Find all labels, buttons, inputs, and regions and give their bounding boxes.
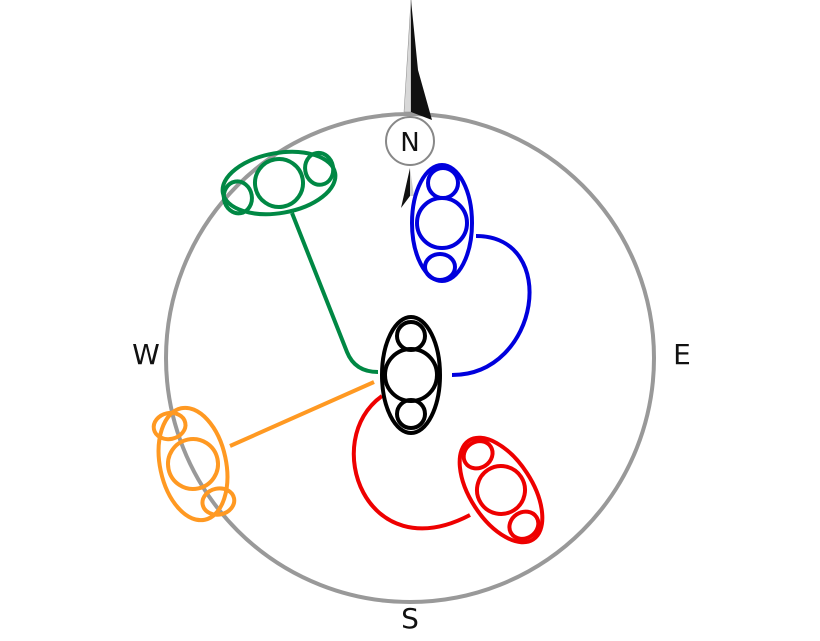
north-needle-icon (401, 0, 432, 208)
black-oval-figure (380, 315, 442, 435)
blue-connector (451, 234, 532, 377)
north-marker: N (385, 116, 435, 166)
compass-ring (164, 112, 656, 604)
orange-connector (229, 380, 375, 448)
south-label: S (401, 602, 419, 635)
red-connector (351, 394, 471, 531)
blue-oval-figure (410, 163, 474, 283)
north-label: N (400, 128, 419, 158)
east-label: E (673, 338, 691, 371)
orange-oval-figure (151, 405, 237, 523)
red-oval-figure (457, 435, 545, 545)
west-label: W (132, 338, 160, 371)
green-oval-figure (220, 149, 338, 217)
green-connector (290, 212, 379, 374)
